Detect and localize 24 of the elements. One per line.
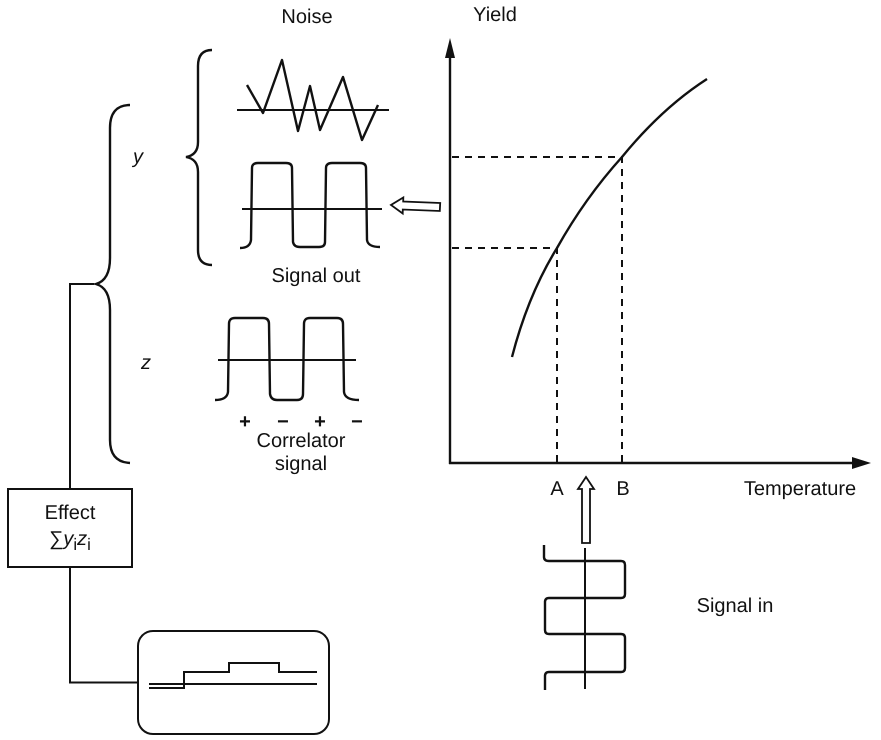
polarity-sign: + xyxy=(239,411,251,434)
waveform-caption: Signal out xyxy=(272,265,360,288)
square-waveform xyxy=(213,316,360,402)
hollow-arrow xyxy=(576,475,596,544)
variable-label: z xyxy=(141,352,151,375)
process-box xyxy=(7,488,133,568)
box-title: Effect xyxy=(44,501,96,525)
axis-label: Yield xyxy=(473,4,517,27)
point-label: B xyxy=(616,478,630,501)
display-screen xyxy=(137,630,330,735)
waveform-caption: Correlator signal xyxy=(256,430,346,476)
polarity-sign: + xyxy=(314,411,326,433)
waveform-caption: Signal in xyxy=(696,595,774,618)
hollow-arrow xyxy=(389,196,442,216)
curly-brace xyxy=(94,103,132,465)
waveform-caption: Noise xyxy=(281,6,333,29)
connector-line xyxy=(69,568,137,684)
connector-line xyxy=(69,283,94,488)
variable-label: y xyxy=(133,146,143,169)
polarity-sign: − xyxy=(277,411,289,433)
point-label: A xyxy=(550,478,564,501)
sum-formula: ∑y$_{i}$z$_{i}$ xyxy=(49,527,91,555)
axis-label: Temperature xyxy=(744,478,856,501)
polarity-sign: − xyxy=(351,411,363,434)
